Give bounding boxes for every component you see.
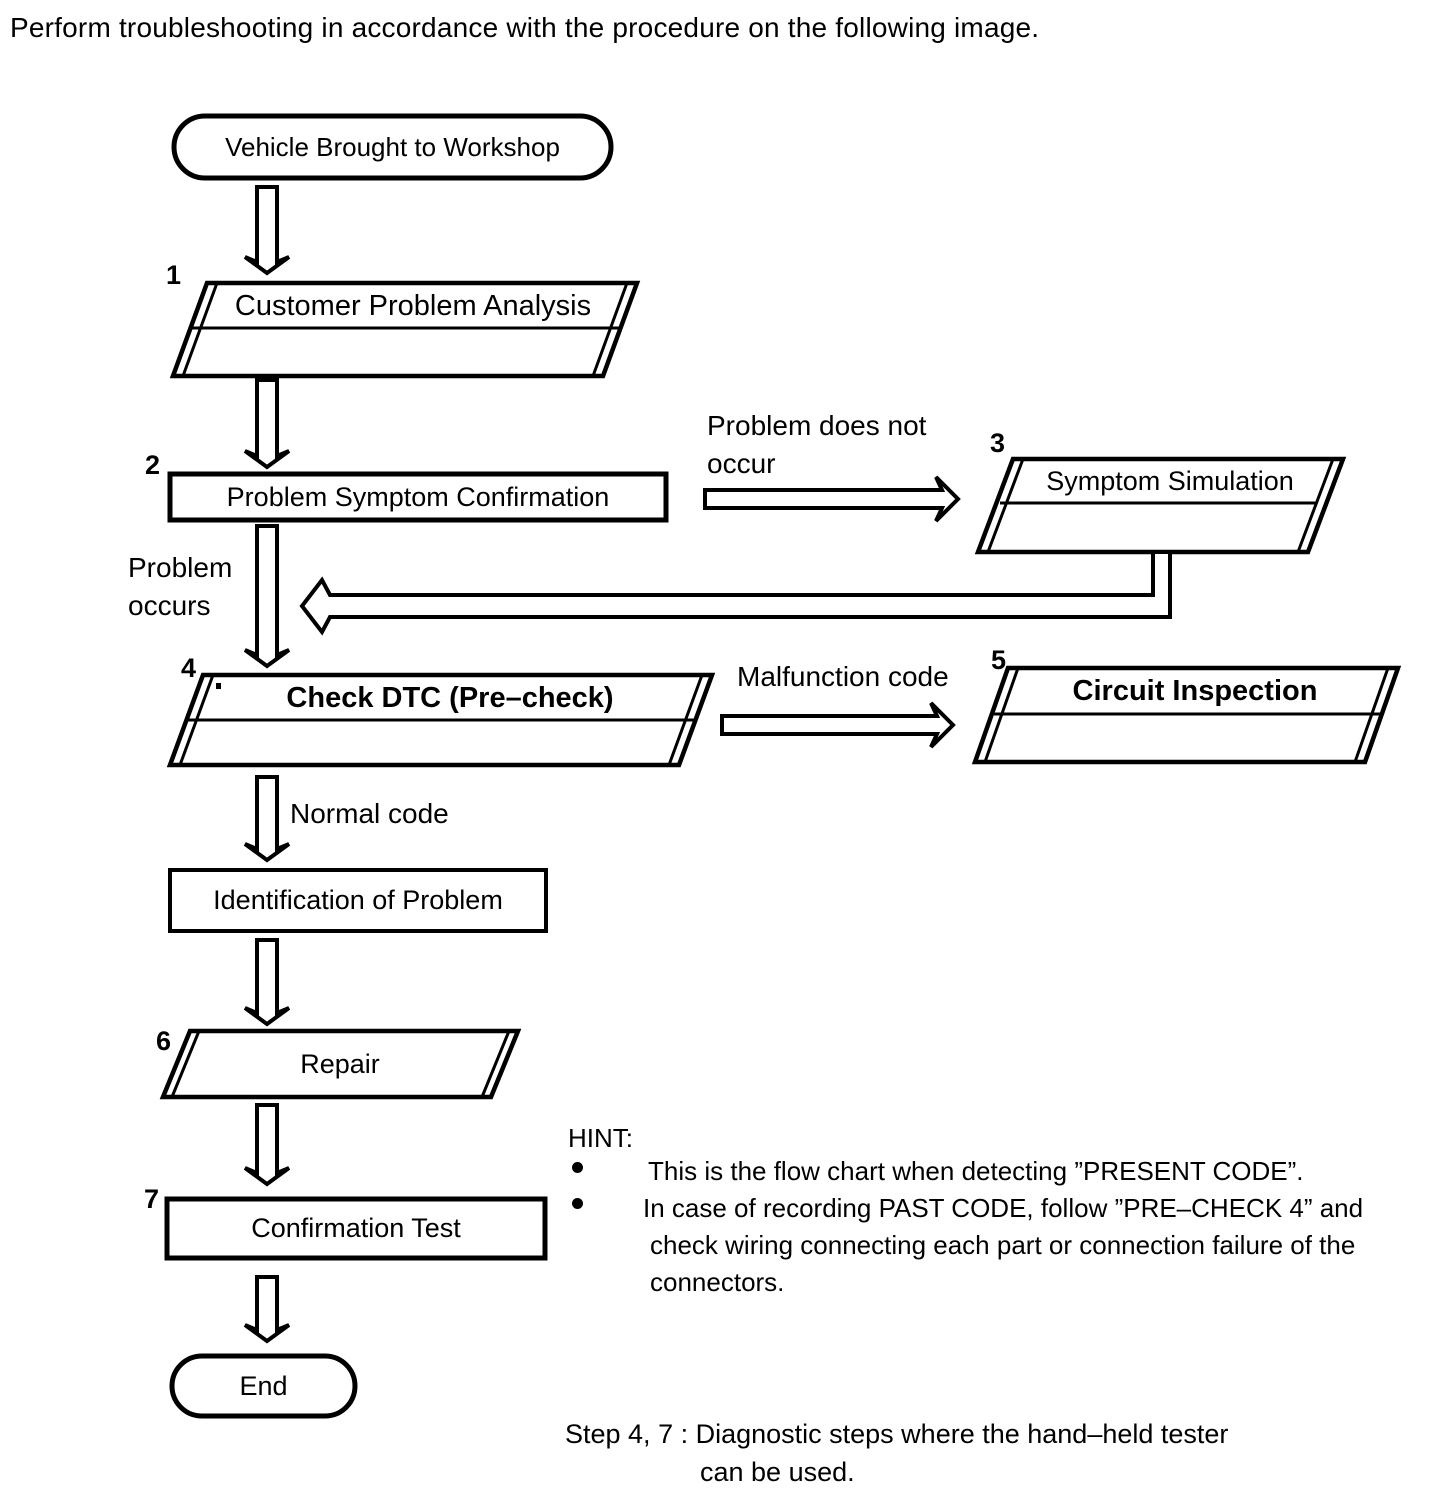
arrow-identification-to-step6 (243, 938, 291, 1027)
hint-title: HINT: (568, 1123, 633, 1153)
process-identification-shape (168, 868, 548, 933)
edge-label-problem-occurs-line1: Problem (128, 552, 233, 583)
arrow-step4-to-step5 (720, 701, 956, 749)
hint-item2-line3: connectors. (650, 1267, 785, 1297)
arrow-step7-to-end (243, 1275, 291, 1344)
arrow-step3-return (299, 554, 1172, 636)
edge-label-problem-does-not-occur-line1: Problem does not (707, 410, 927, 441)
step7-number: 7 (144, 1184, 160, 1214)
hint-item1-text: This is the flow chart when detecting ”P… (648, 1156, 1304, 1186)
hint-item2-line1: In case of recording PAST CODE, follow ”… (643, 1193, 1364, 1223)
process-step2-shape (167, 471, 669, 523)
process-step6-shape (159, 1028, 522, 1100)
step2-number: 2 (145, 450, 161, 480)
step2-label: Problem Symptom Confirmation (226, 481, 610, 512)
bullet-icon (572, 1162, 583, 1173)
terminator-end-label: End (239, 1370, 288, 1401)
step3-number: 3 (990, 428, 1006, 458)
terminator-start-label: Vehicle Brought to Workshop (225, 131, 560, 162)
step6-double-edges (170, 1030, 511, 1098)
edge-label-problem-occurs-line2: occurs (128, 590, 211, 621)
step3-double-edges (986, 458, 1335, 553)
intro-text: Perform troubleshooting in accordance wi… (10, 12, 1040, 43)
step4-number: 4 (181, 653, 197, 683)
step4-label: Check DTC (Pre–check) (286, 681, 614, 714)
step5-number: 5 (991, 645, 1007, 675)
footnote-line2: can be used. (700, 1457, 855, 1487)
step5-label: Circuit Inspection (1072, 675, 1318, 707)
step4-stray-dot (216, 683, 221, 689)
arrow-step2-to-step4 (243, 524, 291, 669)
identification-label: Identification of Problem (213, 885, 503, 915)
edge-label-problem-does-not-occur-line2: occur (707, 448, 776, 479)
edge-label-malfunction-code: Malfunction code (737, 661, 949, 692)
arrow-step4-to-identification (243, 775, 291, 863)
step1-number: 1 (166, 260, 182, 290)
step6-number: 6 (156, 1026, 172, 1056)
arrow-step1-to-step2 (243, 378, 291, 470)
step6-label: Repair (300, 1048, 380, 1079)
terminator-end-shape (169, 1353, 358, 1419)
arrow-step6-to-step7 (243, 1103, 291, 1187)
hint-item2-line2: check wiring connecting each part or con… (650, 1230, 1356, 1260)
footnote-line1: Step 4, 7 : Diagnostic steps where the h… (565, 1419, 1229, 1449)
terminator-start-shape (171, 113, 614, 181)
bullet-icon (572, 1198, 583, 1209)
arrow-step2-to-step3 (703, 475, 961, 523)
edge-label-normal-code: Normal code (290, 798, 449, 829)
process-step7-shape (164, 1196, 548, 1261)
process-step3-shape (974, 456, 1347, 555)
step1-label: Customer Problem Analysis (234, 289, 592, 322)
step7-label: Confirmation Test (251, 1213, 461, 1243)
arrow-start-to-step1 (243, 185, 291, 276)
step3-label: Symptom Simulation (1046, 466, 1294, 496)
